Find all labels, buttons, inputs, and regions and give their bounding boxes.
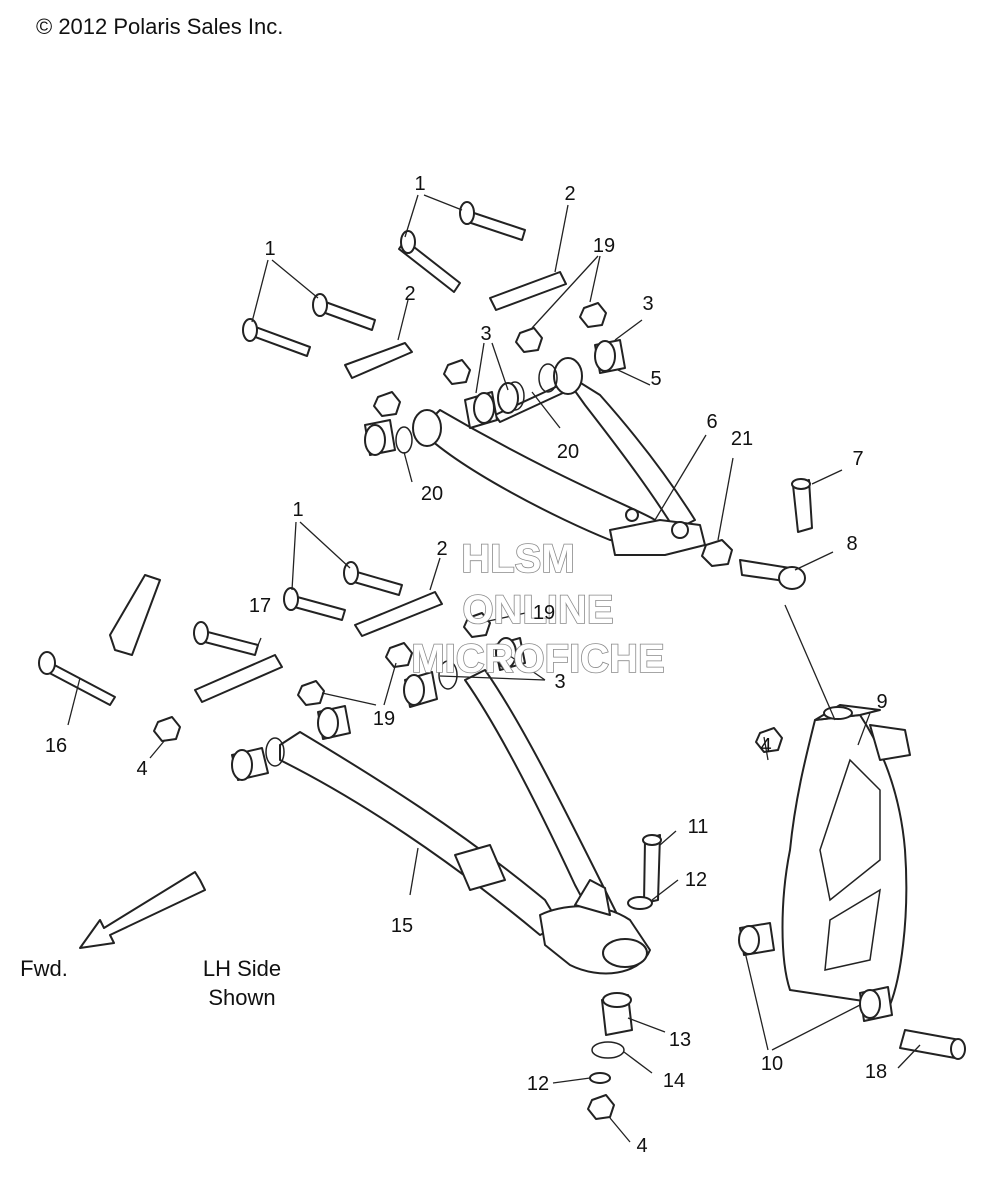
callout: 4 (636, 1135, 647, 1157)
callout: 20 (557, 441, 579, 463)
lower-bolts (38, 561, 443, 706)
forward-arrow-icon (79, 871, 206, 949)
callout: 21 (731, 428, 753, 450)
callout: 7 (852, 448, 863, 470)
callout: 14 (663, 1070, 685, 1092)
upper-bolts (242, 201, 567, 379)
callout: 12 (685, 869, 707, 891)
watermark-line2: ONLINE (462, 588, 613, 632)
callout: 8 (846, 533, 857, 555)
upper-a-arm (364, 302, 733, 567)
callout: 11 (688, 816, 709, 838)
callout: 4 (760, 735, 771, 757)
callout: 16 (45, 735, 67, 757)
fwd-label: Fwd. (20, 956, 68, 981)
watermark-line1: HLSM (461, 537, 574, 581)
callout: 9 (876, 691, 887, 713)
leader-lines (67, 194, 921, 1143)
callout: 17 (249, 595, 271, 617)
callout: 2 (436, 538, 447, 560)
callout: 19 (593, 235, 615, 257)
callout: 2 (564, 183, 575, 205)
callout: 6 (706, 411, 717, 433)
callout: 10 (761, 1053, 783, 1075)
side-label-line2: Shown (208, 985, 275, 1010)
lower-a-arm (153, 612, 651, 975)
callout: 20 (421, 483, 443, 505)
callout: 13 (669, 1029, 691, 1051)
copyright-text: © 2012 Polaris Sales Inc. (36, 14, 283, 39)
side-label-line1: LH Side (203, 956, 281, 981)
spindle-knuckle (738, 704, 966, 1060)
callout: 5 (650, 368, 661, 390)
callout: 2 (404, 283, 415, 305)
callout: 1 (414, 173, 425, 195)
callout: 18 (865, 1061, 887, 1083)
callout: 15 (391, 915, 413, 937)
callout: 3 (480, 323, 491, 345)
callout: 19 (373, 708, 395, 730)
callout: 3 (642, 293, 653, 315)
callout-labels: 1 1 1 2 2 2 3 3 3 4 4 4 5 6 7 8 9 10 11 … (45, 173, 888, 1157)
callout: 1 (264, 238, 275, 260)
watermark-line3: MICROFICHE (411, 637, 664, 681)
callout: 1 (292, 499, 303, 521)
tie-rod-end (739, 478, 813, 590)
callout: 4 (136, 758, 147, 780)
callout: 12 (527, 1073, 549, 1095)
callout: 3 (554, 671, 565, 693)
callout: 19 (533, 602, 555, 624)
